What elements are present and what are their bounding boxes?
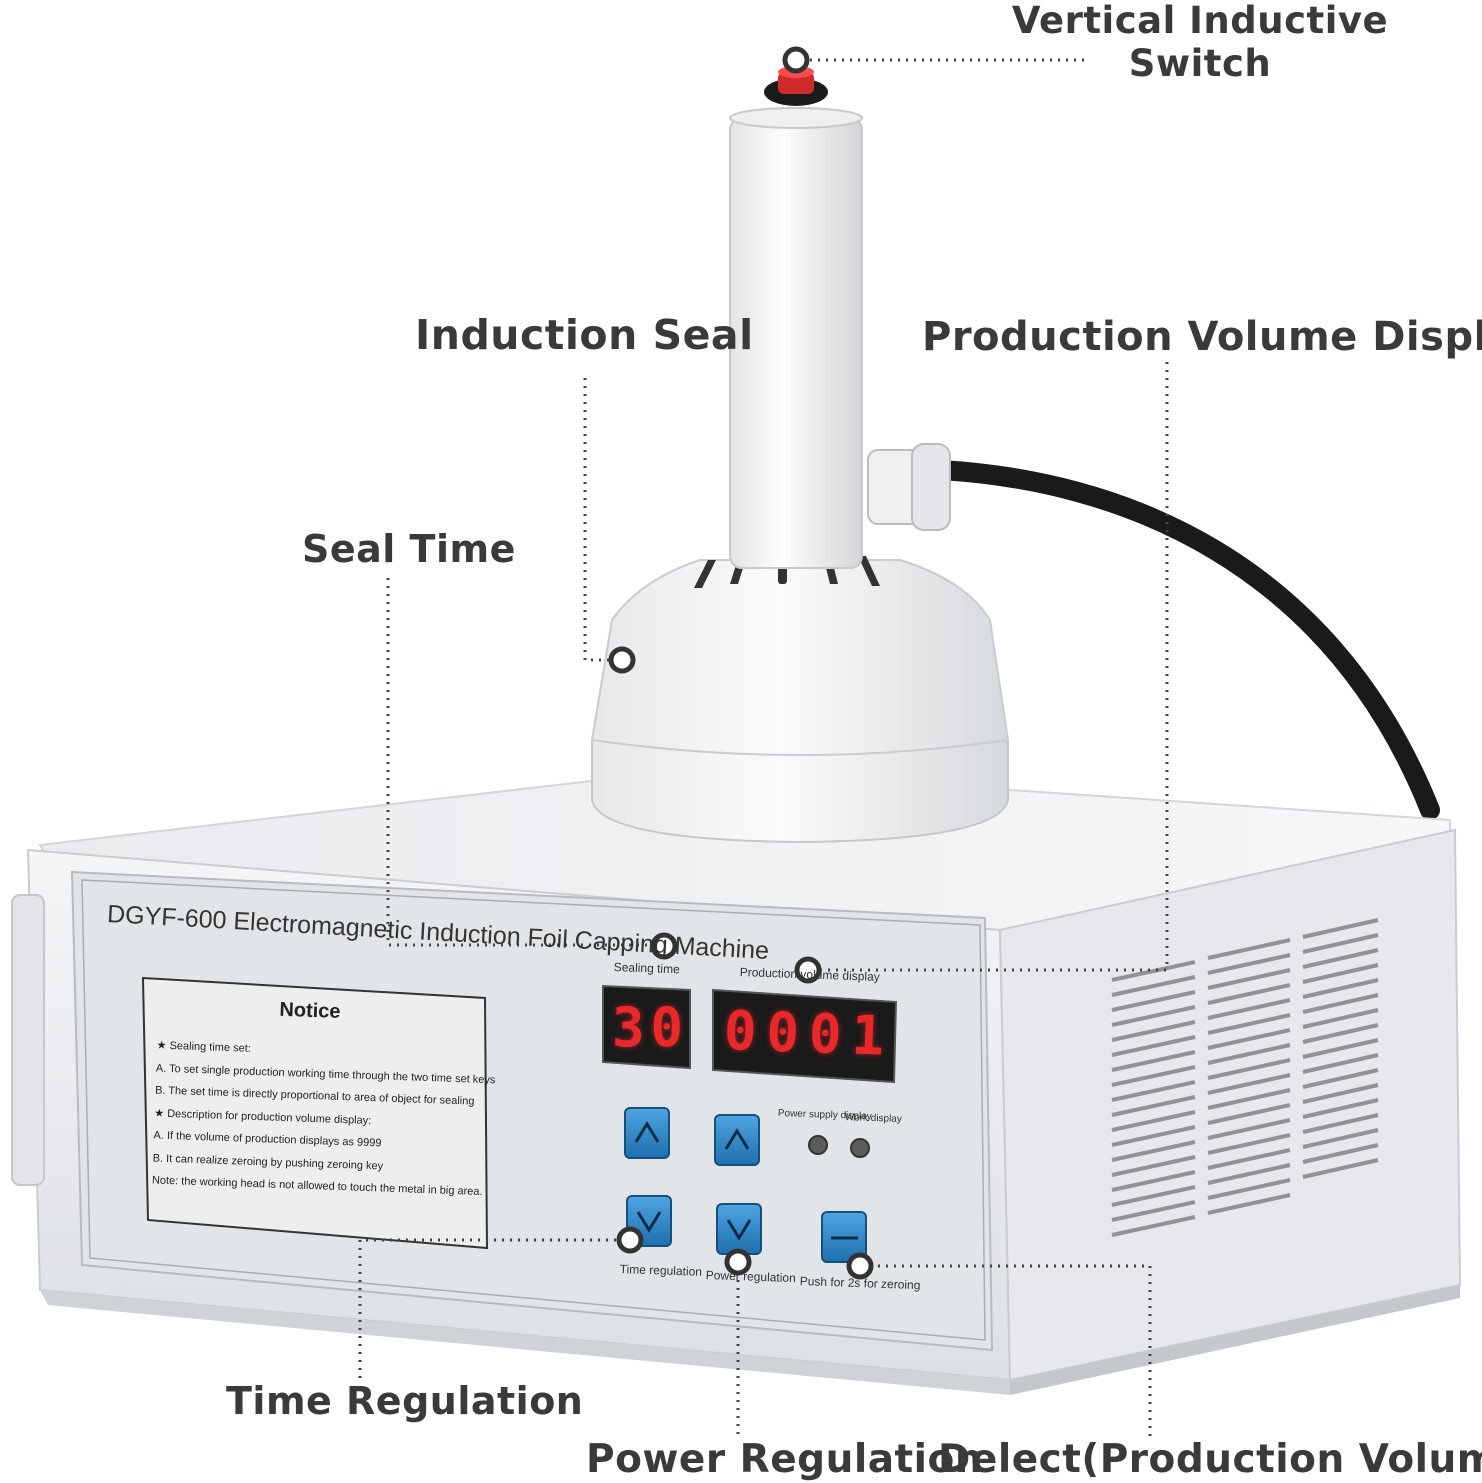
side-vents — [1111, 918, 1379, 1237]
production-volume-value: 0001 — [722, 999, 896, 1068]
induction-head-base — [591, 739, 1009, 844]
callout-vertical-switch-line2: Switch — [1128, 41, 1272, 85]
power-supply-indicator — [808, 1135, 828, 1155]
callout-vertical-switch: Vertical Inductive Switch — [1000, 0, 1400, 85]
notice-content: Notice ★ Sealing time set: A. To set sin… — [134, 978, 496, 1252]
power-cable — [930, 460, 1440, 820]
machine-bottom-lip — [40, 1290, 1010, 1395]
work-indicator — [850, 1138, 870, 1158]
production-volume-display — [712, 988, 898, 1084]
callout-seal-time: Seal Time — [302, 527, 516, 571]
notice-lines: ★ Sealing time set: A. To set single pro… — [152, 1035, 497, 1204]
leader-lines — [358, 58, 1169, 1438]
notice-panel — [141, 976, 489, 1250]
time-regulation-key-label: Time regulation — [619, 1262, 703, 1279]
sealing-time-value: 30 — [612, 996, 690, 1059]
callout-production-volume-display: Production Volume Display — [922, 314, 1482, 360]
callout-time-regulation: Time Regulation — [226, 1379, 584, 1423]
power-up-key[interactable] — [714, 1114, 760, 1166]
work-display-label: Work display — [844, 1112, 903, 1125]
sealing-time-label: Sealing time — [613, 960, 681, 977]
callout-dots — [608, 46, 874, 1280]
side-handle — [11, 894, 45, 1186]
sealing-time-display — [602, 984, 691, 1070]
callout-delect: Delect(Production Volume) — [938, 1437, 1482, 1482]
power-down-key[interactable] — [716, 1203, 762, 1255]
time-up-key[interactable] — [624, 1107, 670, 1159]
callout-induction-seal: Induction Seal — [415, 311, 754, 359]
zeroing-key[interactable] — [821, 1211, 867, 1263]
callout-power-regulation: Power Regulation — [586, 1437, 984, 1482]
notice-title: Notice — [279, 998, 341, 1023]
induction-head — [590, 559, 1010, 756]
callout-vertical-switch-line1: Vertical Inductive — [1011, 0, 1389, 42]
